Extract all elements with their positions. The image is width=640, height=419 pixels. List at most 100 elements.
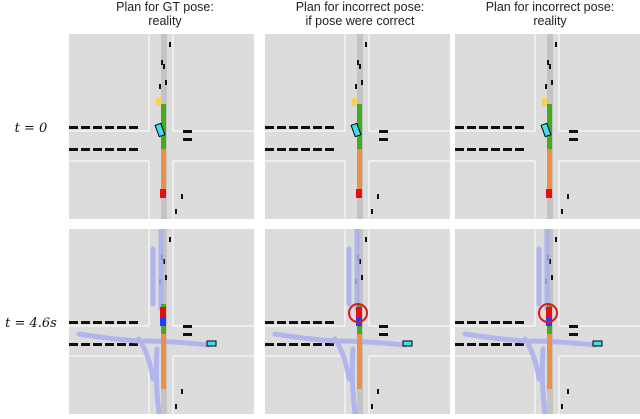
row-label-t0: t = 0 xyxy=(14,121,48,136)
parked-car xyxy=(503,343,512,346)
parked-car xyxy=(93,148,102,151)
parked-car xyxy=(549,64,551,69)
yellow-vehicle xyxy=(542,98,547,106)
plan-segment-orange xyxy=(357,334,362,389)
plan-segment-orange xyxy=(547,149,552,194)
parked-car xyxy=(117,148,126,151)
plan-segment-orange xyxy=(547,334,552,389)
yellow-vehicle xyxy=(156,98,161,106)
plan-segment-orange xyxy=(161,149,166,194)
parked-cars xyxy=(69,237,192,409)
row-label-t46: t = 4.6s xyxy=(5,316,57,331)
parked-car xyxy=(379,325,384,328)
parked-car xyxy=(515,321,524,324)
parked-car xyxy=(105,343,114,346)
parked-car xyxy=(81,343,90,346)
ego-plan xyxy=(154,98,166,198)
parked-car xyxy=(69,343,78,346)
parked-car xyxy=(69,148,78,151)
parked-car xyxy=(455,126,464,129)
parked-car xyxy=(365,237,367,242)
scene-map xyxy=(455,34,640,219)
parked-car xyxy=(187,138,192,141)
parked-car xyxy=(181,194,183,199)
parked-car xyxy=(555,237,557,242)
ego-plan xyxy=(350,98,362,198)
predicted-trajectories xyxy=(462,229,598,414)
trajectory xyxy=(337,338,408,348)
parked-car xyxy=(467,126,476,129)
parked-car xyxy=(81,126,90,129)
parked-car xyxy=(569,130,574,133)
parked-car xyxy=(357,60,359,65)
parked-car xyxy=(573,130,578,133)
parked-car xyxy=(569,325,574,328)
parked-car xyxy=(301,321,310,324)
parked-car xyxy=(105,126,114,129)
parked-car xyxy=(545,84,547,89)
parked-car xyxy=(301,343,310,346)
column-title-incorrect-if-correct: Plan for incorrect pose: if pose were co… xyxy=(265,0,455,28)
parked-car xyxy=(551,275,553,280)
parked-car xyxy=(183,130,188,133)
plan-segment-green xyxy=(547,104,552,149)
cyan-vehicle xyxy=(592,340,603,347)
parked-car xyxy=(117,321,126,324)
parked-car xyxy=(325,321,334,324)
parked-car xyxy=(163,259,165,264)
trajectory xyxy=(462,331,528,344)
plan-segment-orange xyxy=(161,334,166,389)
parked-car xyxy=(313,148,322,151)
parked-car xyxy=(377,194,379,199)
parked-car xyxy=(289,126,298,129)
panel-t46-incorrect-if-correct xyxy=(265,229,450,414)
parked-car xyxy=(301,126,310,129)
parked-car xyxy=(561,209,563,214)
parked-car xyxy=(561,404,563,409)
trajectory xyxy=(136,336,156,382)
plan-segment-orange xyxy=(357,149,362,194)
parked-car xyxy=(383,138,388,141)
parked-car xyxy=(379,138,384,141)
parked-car xyxy=(359,259,361,264)
parked-car xyxy=(181,389,183,394)
parked-car xyxy=(491,321,500,324)
parked-car xyxy=(567,389,569,394)
parked-car xyxy=(105,321,114,324)
yellow-vehicle xyxy=(352,98,357,106)
parked-car xyxy=(183,138,188,141)
parked-car xyxy=(567,194,569,199)
parked-car xyxy=(555,42,557,47)
parked-car xyxy=(289,343,298,346)
parked-car xyxy=(467,343,476,346)
ego-vehicle xyxy=(356,307,362,317)
parked-car xyxy=(479,321,488,324)
parked-cars xyxy=(69,42,192,214)
parked-car xyxy=(187,333,192,336)
road-lines xyxy=(265,34,450,219)
parked-car xyxy=(289,321,298,324)
plan-segment-green xyxy=(161,104,166,149)
parked-car xyxy=(165,275,167,280)
parked-car xyxy=(117,343,126,346)
panel-t0-gt-reality xyxy=(69,34,254,219)
parked-car xyxy=(129,148,138,151)
trajectory xyxy=(272,331,338,344)
parked-car xyxy=(277,343,286,346)
parked-car xyxy=(277,321,286,324)
parked-cars xyxy=(265,237,388,409)
parked-car xyxy=(503,321,512,324)
parked-car xyxy=(183,333,188,336)
column-title-line2: reality xyxy=(148,14,182,28)
parked-car xyxy=(569,138,574,141)
parked-car xyxy=(573,138,578,141)
parked-car xyxy=(313,126,322,129)
parked-car xyxy=(383,130,388,133)
ego-vehicle xyxy=(356,189,362,198)
parked-car xyxy=(573,333,578,336)
parked-car xyxy=(277,148,286,151)
parked-car xyxy=(183,325,188,328)
parked-car xyxy=(383,325,388,328)
parked-car xyxy=(455,321,464,324)
parked-car xyxy=(277,126,286,129)
